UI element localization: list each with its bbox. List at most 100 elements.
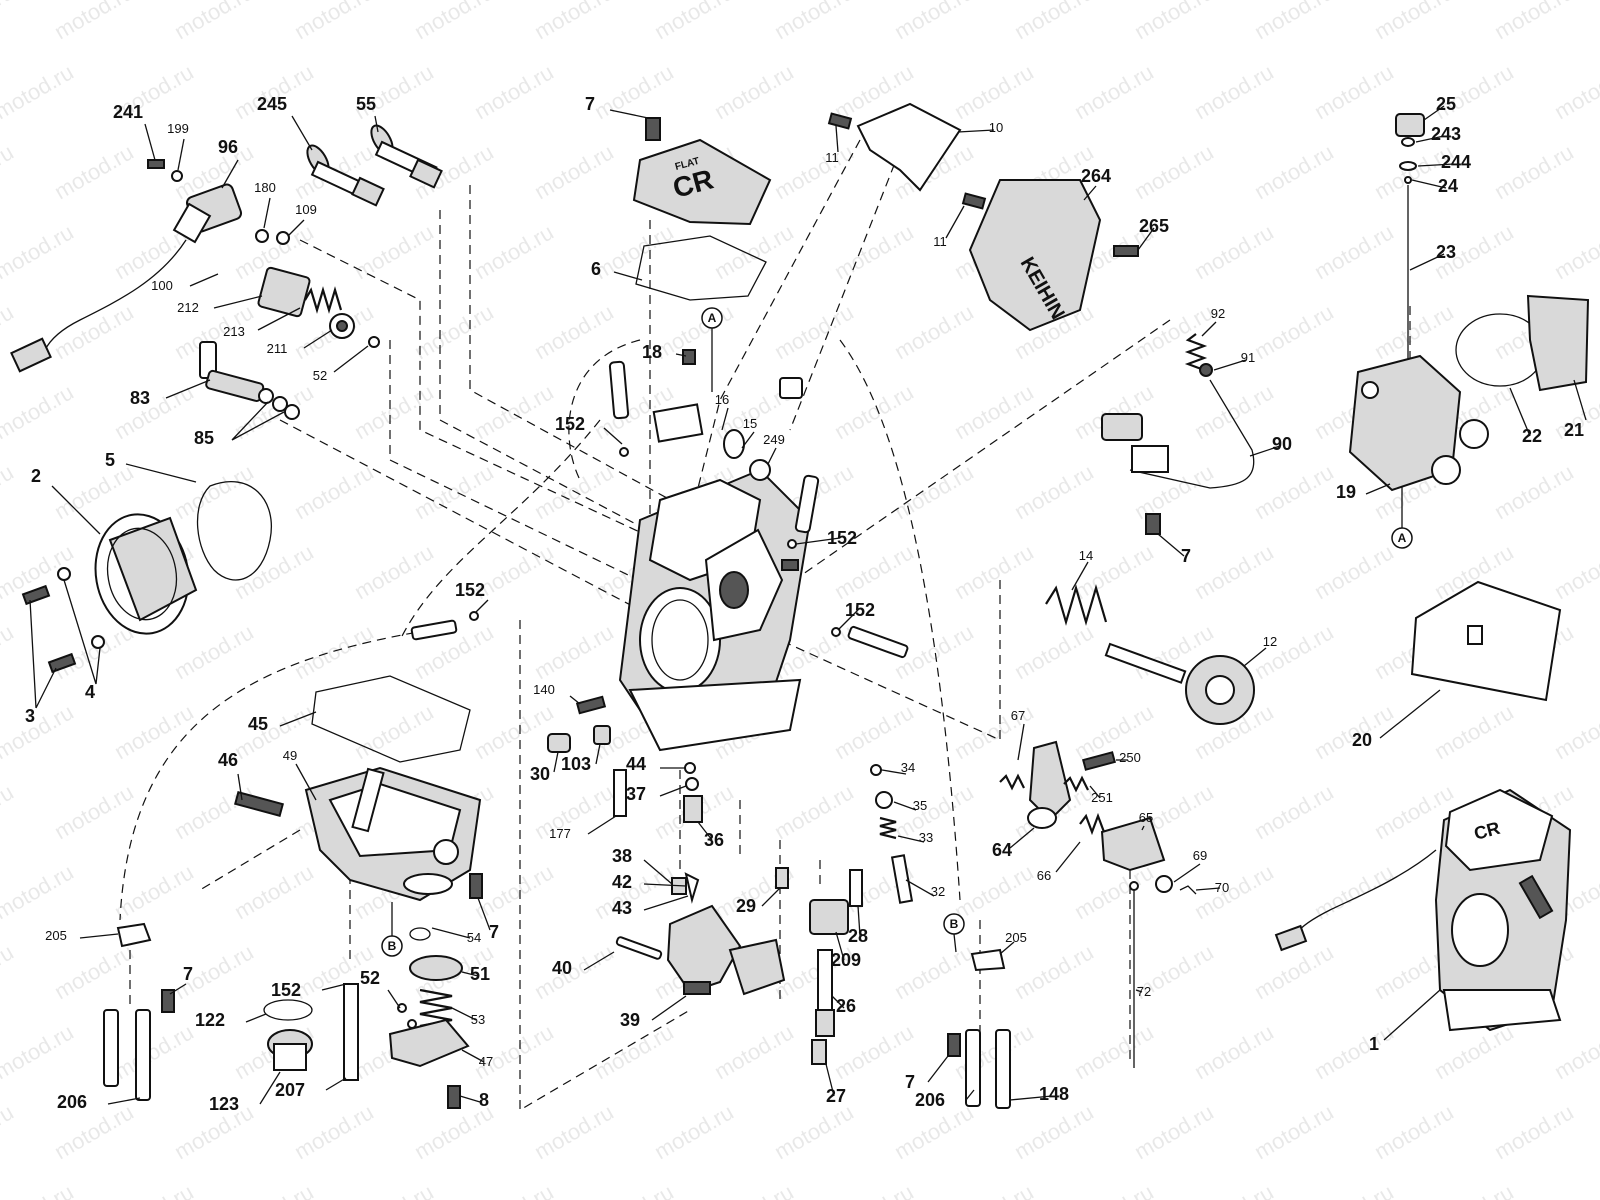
callout-leader-line (1071, 561, 1089, 591)
callout-label-83: 83 (130, 388, 150, 408)
callout-label-33: 33 (919, 830, 933, 845)
watermark-text: motod.ru (710, 1019, 798, 1084)
callout-leader-line (1137, 227, 1155, 251)
callout-label-54: 54 (467, 930, 481, 945)
watermark-text: motod.ru (830, 539, 918, 604)
watermark-text: motod.ru (0, 0, 18, 44)
watermark-text: motod.ru (410, 459, 498, 524)
callout-label-14: 14 (1079, 548, 1093, 563)
callout-label-2: 2 (31, 466, 41, 486)
filter-cloth-part-20 (1410, 580, 1562, 702)
watermark-text: motod.ru (530, 619, 618, 684)
callout-label-205: 205 (1005, 930, 1027, 945)
callout-label-7: 7 (585, 94, 595, 114)
reference-marker-a-right: A (1391, 486, 1413, 549)
callout-label-109: 109 (295, 202, 317, 217)
callout-leader-line (431, 927, 471, 939)
callout-leader-line (553, 751, 559, 773)
callout-leader-line (643, 883, 687, 887)
top-cover-part-6: FLAT CR (632, 117, 772, 301)
callout-label-251: 251 (1091, 790, 1113, 805)
watermark-text: motod.ru (1130, 1099, 1218, 1164)
callout-leader-line (461, 1049, 485, 1063)
watermark-text: motod.ru (1070, 1179, 1158, 1200)
reference-markers: A A B B (381, 307, 1413, 957)
watermark-text: motod.ru (0, 379, 78, 444)
callout-label-55: 55 (356, 94, 376, 114)
callout-leader-line (569, 695, 581, 705)
callout-leader-line (945, 205, 965, 239)
watermark-text: motod.ru (1490, 459, 1578, 524)
callout-leader-line (257, 307, 301, 331)
callout-label-49: 49 (283, 748, 297, 763)
watermark-text: motod.ru (530, 459, 618, 524)
callout-leader-line (761, 887, 781, 907)
watermark-text: motod.ru (530, 139, 618, 204)
watermark-text: motod.ru (770, 0, 858, 44)
callout-label-152: 152 (455, 580, 485, 600)
watermark-text: motod.ru (1550, 219, 1600, 284)
callout-leader-line (595, 743, 601, 765)
watermark-text: motod.ru (1190, 1179, 1278, 1200)
callout-leader-line (857, 905, 861, 937)
callout-leader-line (237, 773, 243, 801)
callout-leader-line (643, 895, 689, 911)
watermark-text: motod.ru (1250, 619, 1338, 684)
watermark-text: motod.ru (590, 219, 678, 284)
watermark-text: motod.ru (50, 779, 138, 844)
callout-label-25: 25 (1436, 94, 1456, 114)
watermark-text: motod.ru (710, 1179, 798, 1200)
assembly-guide-lines (119, 139, 1411, 1112)
watermark-text: motod.ru (470, 379, 558, 444)
callout-label-23: 23 (1436, 242, 1456, 262)
callout-leader-line (107, 1097, 141, 1105)
watermark-text: motod.ru (1070, 859, 1158, 924)
callout-leader-line (831, 995, 845, 1009)
watermark-text: motod.ru (890, 939, 978, 1004)
svg-text:B: B (950, 917, 959, 931)
callout-leader-line (1249, 445, 1281, 457)
callout-label-250: 250 (1119, 750, 1141, 765)
watermark-text: motod.ru (1010, 619, 1098, 684)
callout-label-85: 85 (194, 428, 214, 448)
watermark-text: motod.ru (170, 0, 258, 44)
float-bowl-assembly-right (1348, 113, 1590, 492)
callout-leader-line (675, 353, 687, 357)
callout-leader-line (835, 931, 845, 961)
callout-label-53: 53 (471, 1012, 485, 1027)
callout-leader-line (1423, 105, 1445, 121)
callout-leader-line (1135, 989, 1143, 993)
choke-linkage-parts (999, 740, 1197, 1068)
callout-leader-line (1417, 163, 1455, 167)
callout-leader-line (125, 463, 197, 483)
callout-leader-line (1411, 179, 1447, 189)
callout-label-264: 264 (1081, 166, 1111, 186)
callout-label-38: 38 (612, 846, 632, 866)
callout-label-244: 244 (1441, 152, 1471, 172)
callout-leader-line (905, 879, 935, 897)
callout-leader-line (1365, 483, 1391, 495)
callout-label-66: 66 (1037, 868, 1051, 883)
watermark-text: motod.ru (1010, 1099, 1098, 1164)
watermark-text: motod.ru (1550, 59, 1600, 124)
watermark-text: motod.ru (50, 619, 138, 684)
callout-label-152: 152 (555, 414, 585, 434)
watermark-text: motod.ru (1130, 299, 1218, 364)
watermark-text: motod.ru (890, 779, 978, 844)
watermark-text: motod.ru (950, 539, 1038, 604)
callout-label-10: 10 (989, 120, 1003, 135)
callout-leader-line (177, 138, 185, 171)
callout-leader-line (144, 123, 156, 161)
vent-tubes-part-152 (410, 360, 909, 659)
callout-label-90: 90 (1272, 434, 1292, 454)
callout-label-44: 44 (626, 754, 646, 774)
watermark-text: motod.ru (0, 699, 78, 764)
watermark-text: motod.ru (1370, 0, 1458, 44)
callout-leader-line (659, 785, 687, 797)
watermark-text: motod.ru (50, 459, 138, 524)
watermark-text: motod.ru (1550, 1179, 1600, 1200)
complete-carburetor-assembly-part-1: CR (1274, 788, 1572, 1032)
callout-label-26: 26 (836, 996, 856, 1016)
callout-leader-line (325, 1077, 347, 1091)
watermark-text: motod.ru (290, 1099, 378, 1164)
